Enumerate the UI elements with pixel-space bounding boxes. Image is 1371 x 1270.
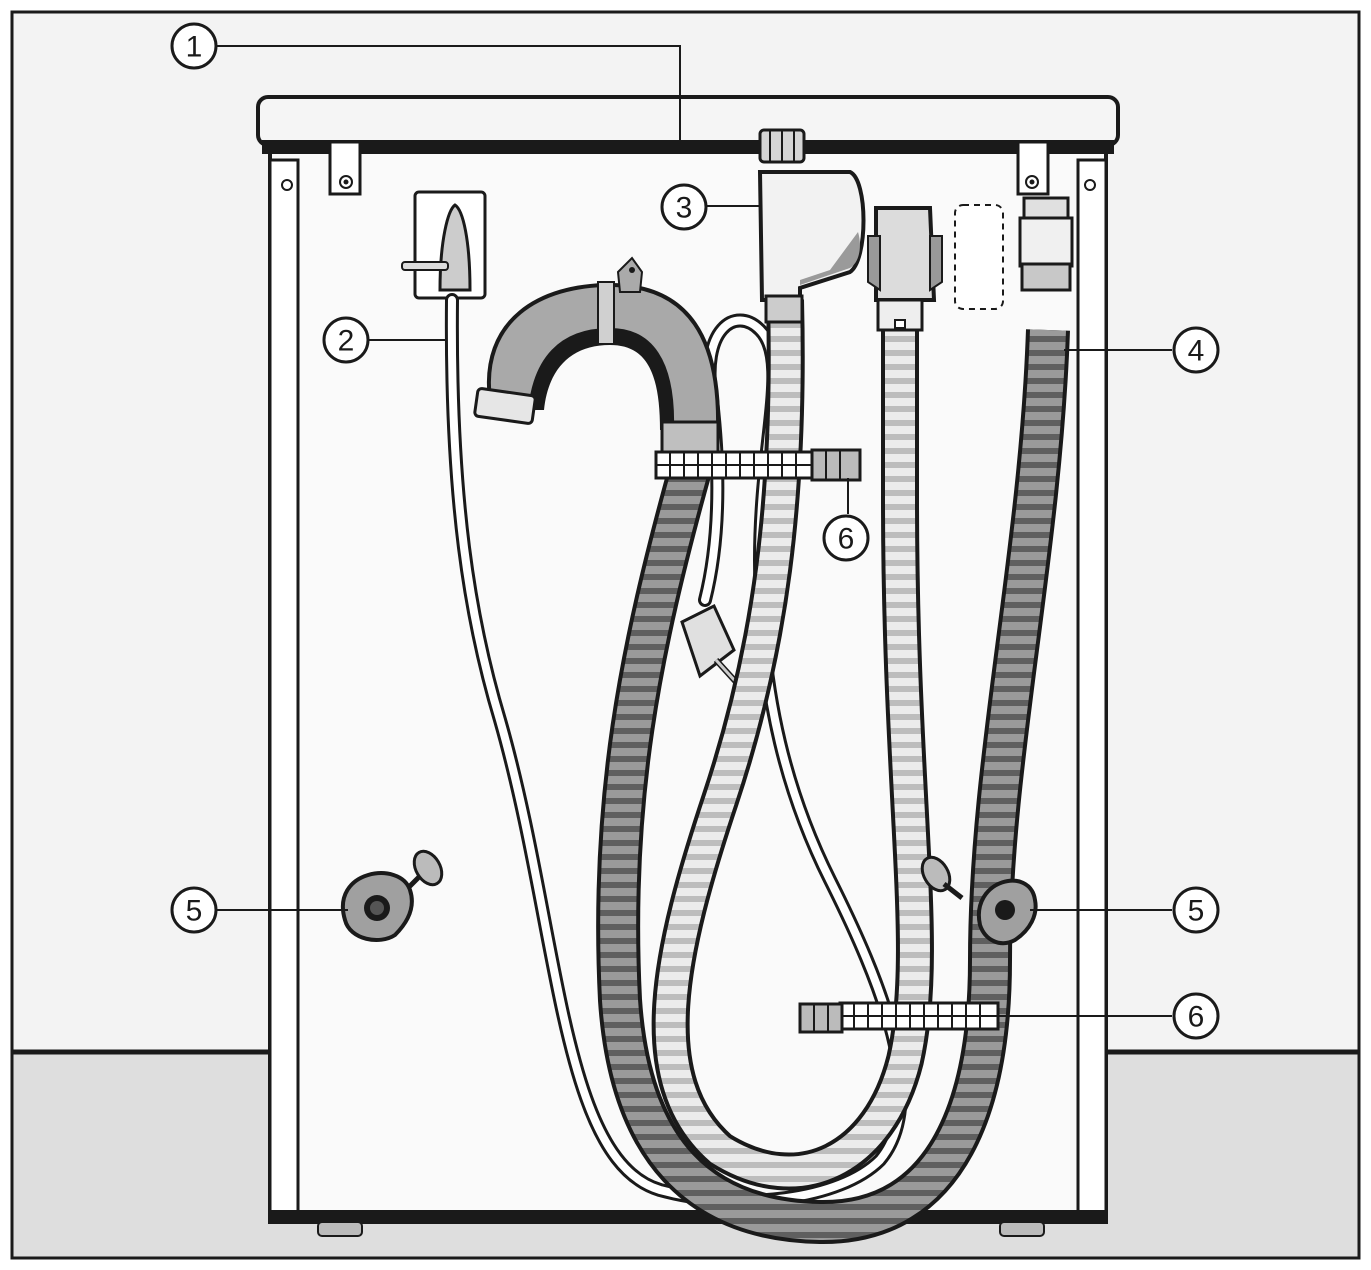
worktop (256, 95, 1120, 147)
svg-text:6: 6 (1188, 1001, 1205, 1034)
svg-text:5: 5 (1188, 895, 1205, 928)
leader-line-1 (216, 45, 681, 140)
right-rail-screw (1084, 179, 1096, 191)
callout-1: 1 (170, 22, 218, 70)
callout-6-lower: 6 (1172, 992, 1220, 1040)
left-rail-screw (281, 179, 293, 191)
alternate-connector-outline (954, 204, 1004, 310)
right-foot (999, 1221, 1045, 1237)
cabinet-base (270, 1210, 1106, 1224)
svg-text:1: 1 (186, 31, 203, 64)
svg-text:3: 3 (676, 192, 693, 225)
right-mounting-bracket (1016, 140, 1050, 196)
inlet-hose-light (655, 299, 930, 1187)
drain-hose-fitting (1018, 196, 1074, 292)
left-mounting-bracket (328, 140, 362, 196)
svg-text:6: 6 (838, 523, 855, 556)
drain-hose-dark (600, 329, 1066, 1241)
light-hose-connector (867, 206, 943, 332)
svg-text:2: 2 (338, 325, 355, 358)
hose-clip-lower (798, 1001, 1000, 1034)
power-cable-inner (447, 296, 905, 1205)
leader-lines (214, 45, 1172, 1017)
callout-5-right: 5 (1172, 886, 1220, 934)
left-adjustment-foot (340, 849, 444, 942)
hose-clip-upper (654, 448, 862, 482)
right-adjustment-foot (920, 855, 1038, 946)
callout-5-left: 5 (170, 886, 218, 934)
svg-text:5: 5 (186, 895, 203, 928)
water-inlet-valve (757, 128, 866, 324)
worktop-edge (262, 140, 1114, 154)
callout-6-upper: 6 (822, 514, 870, 562)
svg-text:4: 4 (1188, 335, 1205, 368)
left-side-rail (268, 158, 300, 1224)
drain-hose-bend (473, 256, 721, 458)
left-foot (317, 1221, 363, 1237)
right-side-rail (1076, 158, 1108, 1224)
power-plug (680, 603, 739, 685)
callout-3: 3 (660, 183, 708, 231)
cable-holder (401, 190, 487, 300)
callout-2: 2 (322, 316, 370, 364)
callout-4: 4 (1172, 326, 1220, 374)
